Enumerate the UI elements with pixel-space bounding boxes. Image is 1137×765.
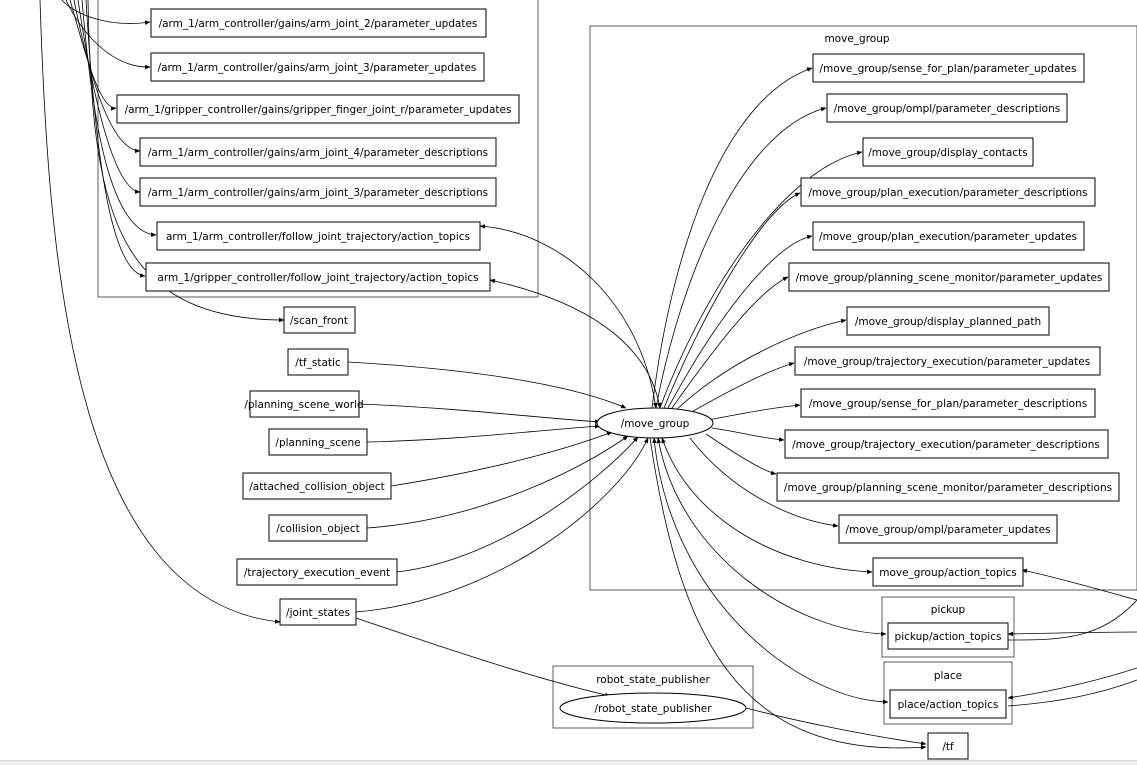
topic-arm-joint-3-parameter-updates[interactable]: /arm_1/arm_controller/gains/arm_joint_3/… [158,62,477,74]
topic-mg-sense-for-plan-updates[interactable]: /move_group/sense_for_plan/parameter_upd… [820,63,1077,75]
topic-mg-display-contacts[interactable]: /move_group/display_contacts [868,147,1027,159]
topic-mg-psm-updates[interactable]: /move_group/planning_scene_monitor/param… [796,272,1103,284]
topic-arm-follow-joint-trajectory[interactable]: arm_1/arm_controller/follow_joint_trajec… [166,231,470,243]
topic-box[interactable] [788,262,1110,292]
topic-box[interactable] [283,306,356,334]
topic-arm-joint-2-parameter-updates[interactable]: /arm_1/arm_controller/gains/arm_joint_2/… [159,18,478,30]
node-robot-state-publisher[interactable] [559,692,747,724]
topic-box[interactable] [826,93,1068,123]
viewport-bottom-edge [0,760,1137,765]
topic-box[interactable] [287,348,349,376]
node-move-group[interactable] [596,407,714,439]
topic-mg-action-topics[interactable]: move_group/action_topics [879,567,1017,579]
topic-box[interactable] [150,8,487,38]
topic-box[interactable] [846,306,1050,336]
topic-trajectory-execution-event[interactable]: /trajectory_execution_event [244,567,390,579]
topic-mg-psm-descriptions[interactable]: /move_group/planning_scene_monitor/param… [784,482,1112,494]
topic-place-action-topics[interactable]: place/action_topics [898,699,999,711]
topic-mg-sense-for-plan-descriptions[interactable]: /move_group/sense_for_plan/parameter_des… [809,398,1087,410]
topic-planning-scene-world[interactable]: /planning_scene_world [244,399,363,411]
topic-box[interactable] [242,472,392,500]
arm-cluster [97,0,539,298]
topic-joint-states[interactable]: /joint_states [286,607,350,619]
topic-planning-scene[interactable]: /planning_scene [275,437,360,449]
topic-arm-joint-4-parameter-descriptions[interactable]: /arm_1/arm_controller/gains/arm_joint_4/… [148,147,488,159]
node-robot-state-publisher-label[interactable]: /robot_state_publisher [594,703,712,715]
topic-box[interactable] [812,53,1085,83]
topic-attached-collision-object[interactable]: /attached_collision_object [249,481,384,493]
topic-box[interactable] [139,177,497,207]
topic-scan-front[interactable]: /scan_front [290,315,348,327]
topic-box[interactable] [838,514,1058,544]
topic-box[interactable] [236,558,398,586]
topic-mg-trajectory-execution-updates[interactable]: /move_group/trajectory_execution/paramet… [804,356,1090,368]
topic-mg-plan-execution-descriptions[interactable]: /move_group/plan_execution/parameter_des… [808,187,1087,199]
edges [39,0,1137,750]
topic-box[interactable] [139,137,497,167]
topic-box[interactable] [268,428,368,456]
topic-box[interactable] [887,622,1009,650]
topic-tf-static[interactable]: /tf_static [295,357,341,369]
topic-mg-display-planned-path[interactable]: /move_group/display_planned_path [855,316,1041,328]
topic-box[interactable] [279,598,357,626]
topic-box[interactable] [862,137,1034,167]
topic-mg-ompl-descriptions[interactable]: /move_group/ompl/parameter_descriptions [834,103,1060,115]
topic-box[interactable] [800,177,1096,207]
topic-mg-trajectory-execution-descriptions[interactable]: /move_group/trajectory_execution/paramet… [792,439,1100,451]
topic-mg-ompl-updates[interactable]: /move_group/ompl/parameter_updates [845,524,1050,536]
topic-gripper-finger-parameter-updates[interactable]: /arm_1/gripper_controller/gains/gripper_… [125,104,512,116]
move-group-cluster-label: move_group [824,33,889,45]
topic-collision-object[interactable]: /collision_object [276,523,360,535]
place-cluster-label: place [934,670,962,682]
topic-arm-joint-3-parameter-descriptions[interactable]: /arm_1/arm_controller/gains/arm_joint_3/… [148,187,488,199]
topic-box[interactable] [145,262,491,292]
topic-box[interactable] [156,221,481,251]
topic-box[interactable] [150,52,485,82]
topic-box[interactable] [776,472,1120,502]
topic-pickup-action-topics[interactable]: pickup/action_topics [895,631,1002,643]
topic-box[interactable] [872,557,1024,587]
topic-box[interactable] [268,514,368,542]
topic-box[interactable] [784,429,1109,459]
topic-box[interactable] [812,221,1085,251]
pickup-cluster-label: pickup [931,604,966,616]
topic-box[interactable] [927,732,969,760]
topic-box[interactable] [249,390,360,418]
topic-box[interactable] [800,388,1096,418]
robot-state-publisher-cluster-label: robot_state_publisher [596,674,710,686]
topic-gripper-follow-joint-trajectory[interactable]: arm_1/gripper_controller/follow_joint_tr… [157,272,478,284]
topic-box[interactable] [116,94,520,124]
node-move-group-label[interactable]: /move_group [621,418,690,430]
topic-box[interactable] [794,346,1101,376]
topic-mg-plan-execution-updates[interactable]: /move_group/plan_execution/parameter_upd… [819,231,1077,243]
topic-box[interactable] [889,689,1007,719]
topic-tf[interactable]: /tf [942,741,954,753]
